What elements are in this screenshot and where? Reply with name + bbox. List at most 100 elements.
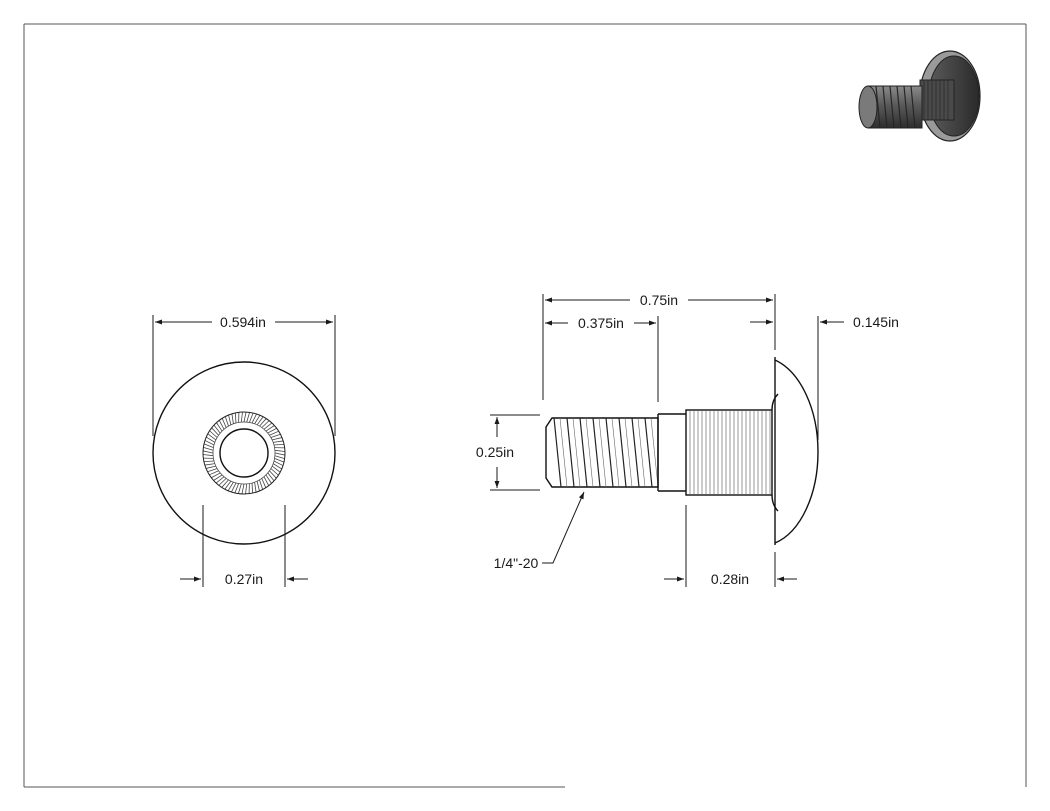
hatch-line [265, 425, 275, 432]
hatch-line [261, 420, 270, 428]
hatch-line [263, 422, 273, 430]
hatch-line [202, 450, 214, 454]
dome-head [774, 357, 819, 545]
hatch-line [270, 468, 279, 476]
hatch-line [585, 417, 594, 488]
dim-head-height: 0.145in [853, 314, 899, 330]
hatch-line [224, 480, 232, 490]
hatch-line [270, 433, 281, 438]
hatch-line [234, 412, 237, 424]
hatch-line [204, 463, 215, 466]
hatch-line [269, 430, 279, 436]
hatch-line [259, 479, 264, 490]
bore-outer [212, 421, 276, 485]
knurled-neck [685, 393, 779, 512]
hatch-line [637, 417, 646, 488]
dim-overall-length: 0.75in [640, 292, 678, 308]
hatch-line [572, 417, 581, 488]
hatch-line [207, 468, 218, 473]
hatch-line [206, 436, 216, 443]
hatch-line [209, 470, 219, 476]
hatch-line [224, 416, 229, 427]
hatch-line [254, 415, 261, 425]
hatch-line [261, 478, 267, 488]
hatch-line [618, 417, 627, 488]
hatch-line [267, 472, 275, 482]
hatch-line [221, 418, 227, 428]
isometric-preview [858, 50, 981, 142]
hatch-line [213, 474, 223, 481]
hatch-line [238, 483, 242, 494]
hatch-line [203, 460, 215, 463]
hatch-line [598, 417, 607, 488]
hatch-line [245, 483, 248, 495]
hatch-line [203, 443, 214, 448]
hatch-line [234, 483, 239, 494]
thread-spec-callout: 1/4"-20 [494, 555, 539, 571]
hatch-line [228, 414, 232, 425]
dim-thread-diameter: 0.25in [476, 444, 514, 460]
knurl-lines [689, 411, 771, 494]
hatch-line [269, 470, 277, 479]
hatch-line [265, 474, 272, 484]
hatch-line [231, 413, 234, 424]
hatch-line [271, 465, 281, 473]
hatch-line [263, 476, 270, 486]
thread-lines [553, 417, 659, 488]
hatch-line [611, 417, 620, 488]
hatch-line [249, 412, 254, 423]
hatch-line [241, 483, 245, 495]
hatch-line [205, 465, 216, 469]
dim-body-diameter: 0.27in [225, 571, 263, 587]
hatch-line [213, 424, 221, 434]
hatch-line [209, 430, 218, 438]
end-view: 0.594in 0.27in [152, 314, 336, 587]
sheet-frame [23, 23, 1027, 788]
hatch-line [273, 460, 284, 466]
knurl-outer-edge [202, 411, 286, 495]
hatch-line [221, 479, 229, 488]
hatch-line [207, 433, 217, 441]
hatch-line [592, 417, 601, 488]
hatch-line [631, 417, 640, 488]
dim-knurl-length: 0.28in [711, 571, 749, 587]
hatch-line [218, 478, 227, 486]
hatch-line [202, 454, 214, 457]
hatch-line [227, 481, 234, 491]
hatch-line [559, 417, 568, 488]
hatch-line [231, 482, 237, 493]
hatch-line [254, 482, 257, 493]
hatch-line [218, 420, 225, 430]
hatch-line [251, 413, 257, 424]
hatch-line [211, 472, 221, 479]
knurl-ring [202, 411, 286, 495]
hatch-line [273, 443, 285, 446]
dim-thread-length: 0.375in [578, 315, 624, 331]
hatch-line [605, 417, 614, 488]
hatch-line [211, 427, 219, 436]
hatch-line [251, 482, 254, 494]
hatch-line [243, 411, 247, 423]
hatch-line [216, 422, 223, 432]
hatch-line [256, 481, 260, 492]
hatch-line [215, 476, 225, 484]
hatch-line [273, 440, 284, 443]
bore-inner [219, 428, 269, 478]
hatch-line [274, 452, 286, 456]
head-outline [152, 361, 336, 545]
hatch-line [553, 417, 562, 488]
thread-section [545, 413, 686, 492]
hatch-line [274, 458, 285, 463]
hatch-line [204, 440, 215, 446]
hatch-line [246, 412, 250, 423]
hatch-line [274, 449, 286, 452]
hatch-line [624, 417, 633, 488]
hatch-line [566, 417, 575, 488]
hatch-line [240, 411, 243, 423]
hatch-line [272, 463, 282, 470]
hatch-line [272, 437, 283, 441]
hatch-line [256, 416, 264, 426]
side-view: 0.75in 0.375in 0.145in 0.25in 0.28in 1/4… [476, 292, 899, 587]
hatch-line [274, 455, 285, 459]
